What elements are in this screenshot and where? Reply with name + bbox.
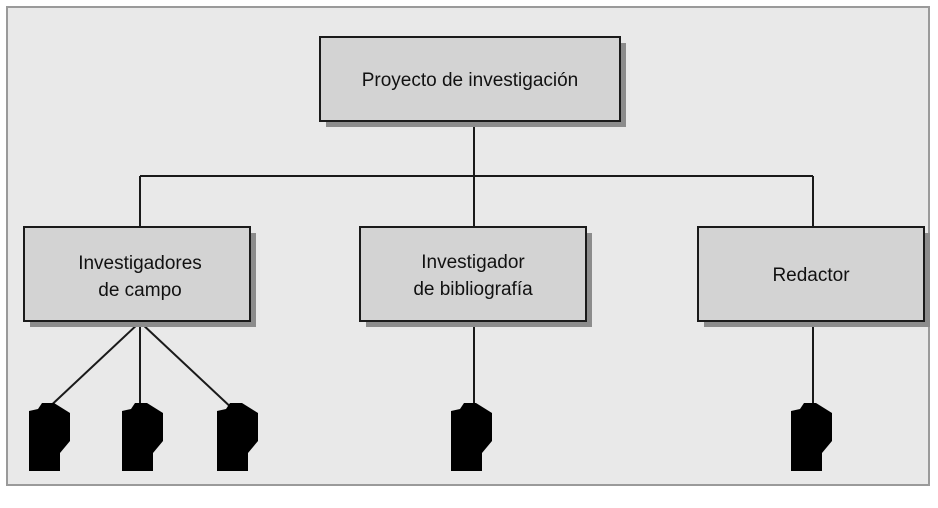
child-node-bibliography-researcher: Investigador de bibliografía xyxy=(359,226,592,327)
child-node-label-line-1: Investigador xyxy=(421,252,525,273)
root-node: Proyecto de investigación xyxy=(319,36,626,127)
connector-lines xyxy=(43,121,814,413)
child-node-field-researchers: Investigadores de campo xyxy=(23,226,256,327)
child-node-label-line-2: de campo xyxy=(98,280,181,301)
person-icon xyxy=(791,399,832,471)
connector-field-to-person-1 xyxy=(43,321,141,413)
child-node-label-line-1: Investigadores xyxy=(78,253,202,274)
person-icon xyxy=(122,399,163,471)
child-node-label-line-1: Redactor xyxy=(772,265,850,286)
child-node-editor: Redactor xyxy=(697,226,930,327)
person-icon xyxy=(451,399,492,471)
person-icon xyxy=(217,399,258,471)
connector-field-to-person-3 xyxy=(139,321,237,413)
child-node-label-line-2: de bibliografía xyxy=(413,279,533,300)
root-node-label: Proyecto de investigación xyxy=(362,70,579,91)
person-icon xyxy=(29,399,70,471)
